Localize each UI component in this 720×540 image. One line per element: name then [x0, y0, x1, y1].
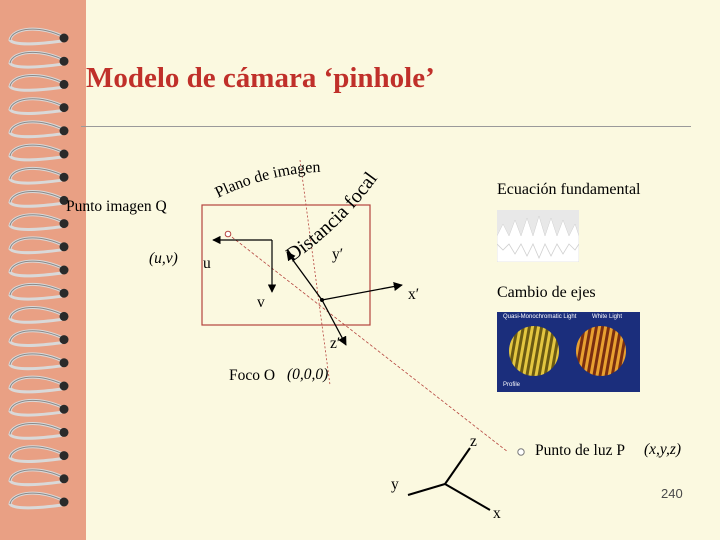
light-point-label: Punto de luz P	[535, 442, 625, 460]
fringe-discs	[497, 312, 640, 392]
image-plane-label: Plano de imagen	[213, 159, 321, 202]
fundamental-equation-link[interactable]: Ecuación fundamental	[497, 181, 641, 199]
world-x-axis	[445, 484, 490, 510]
light-point-p	[518, 449, 524, 455]
x-prime-label: x′	[408, 286, 419, 304]
image-coords: (u,v)	[149, 250, 178, 268]
x-axis-label: x	[493, 505, 501, 523]
y-prime-label: y′	[332, 246, 343, 264]
y-axis-label: y	[391, 476, 399, 494]
z-prime-label: z′	[330, 335, 340, 353]
image-point-q	[225, 231, 231, 237]
thumb-footer: Profile	[503, 382, 520, 388]
axes-change-link[interactable]: Cambio de ejes	[497, 284, 596, 302]
world-z-axis	[445, 448, 470, 484]
focus-label: Foco O	[229, 367, 275, 385]
focal-axis-line	[300, 160, 330, 385]
image-point-label: Punto imagen Q	[66, 198, 167, 216]
camera-origin	[320, 298, 324, 302]
light-coords: (x,y,z)	[644, 441, 681, 459]
z-axis-label: z	[470, 433, 477, 451]
projection-ray	[228, 234, 508, 452]
axes-change-thumbnail[interactable]: Quasi-Monochromatic Light White Light Pr…	[497, 312, 640, 392]
focal-distance-label: Distancia focal (f)	[0, 0, 385, 266]
world-y-axis	[408, 484, 445, 495]
u-axis-label: u	[203, 255, 211, 273]
fundamental-equation-thumbnail[interactable]	[497, 210, 579, 262]
focus-coords: (0,0,0)	[287, 366, 328, 384]
x-prime-arrow	[322, 285, 402, 300]
slide-number: 240	[661, 486, 683, 501]
v-axis-label: v	[257, 294, 265, 312]
